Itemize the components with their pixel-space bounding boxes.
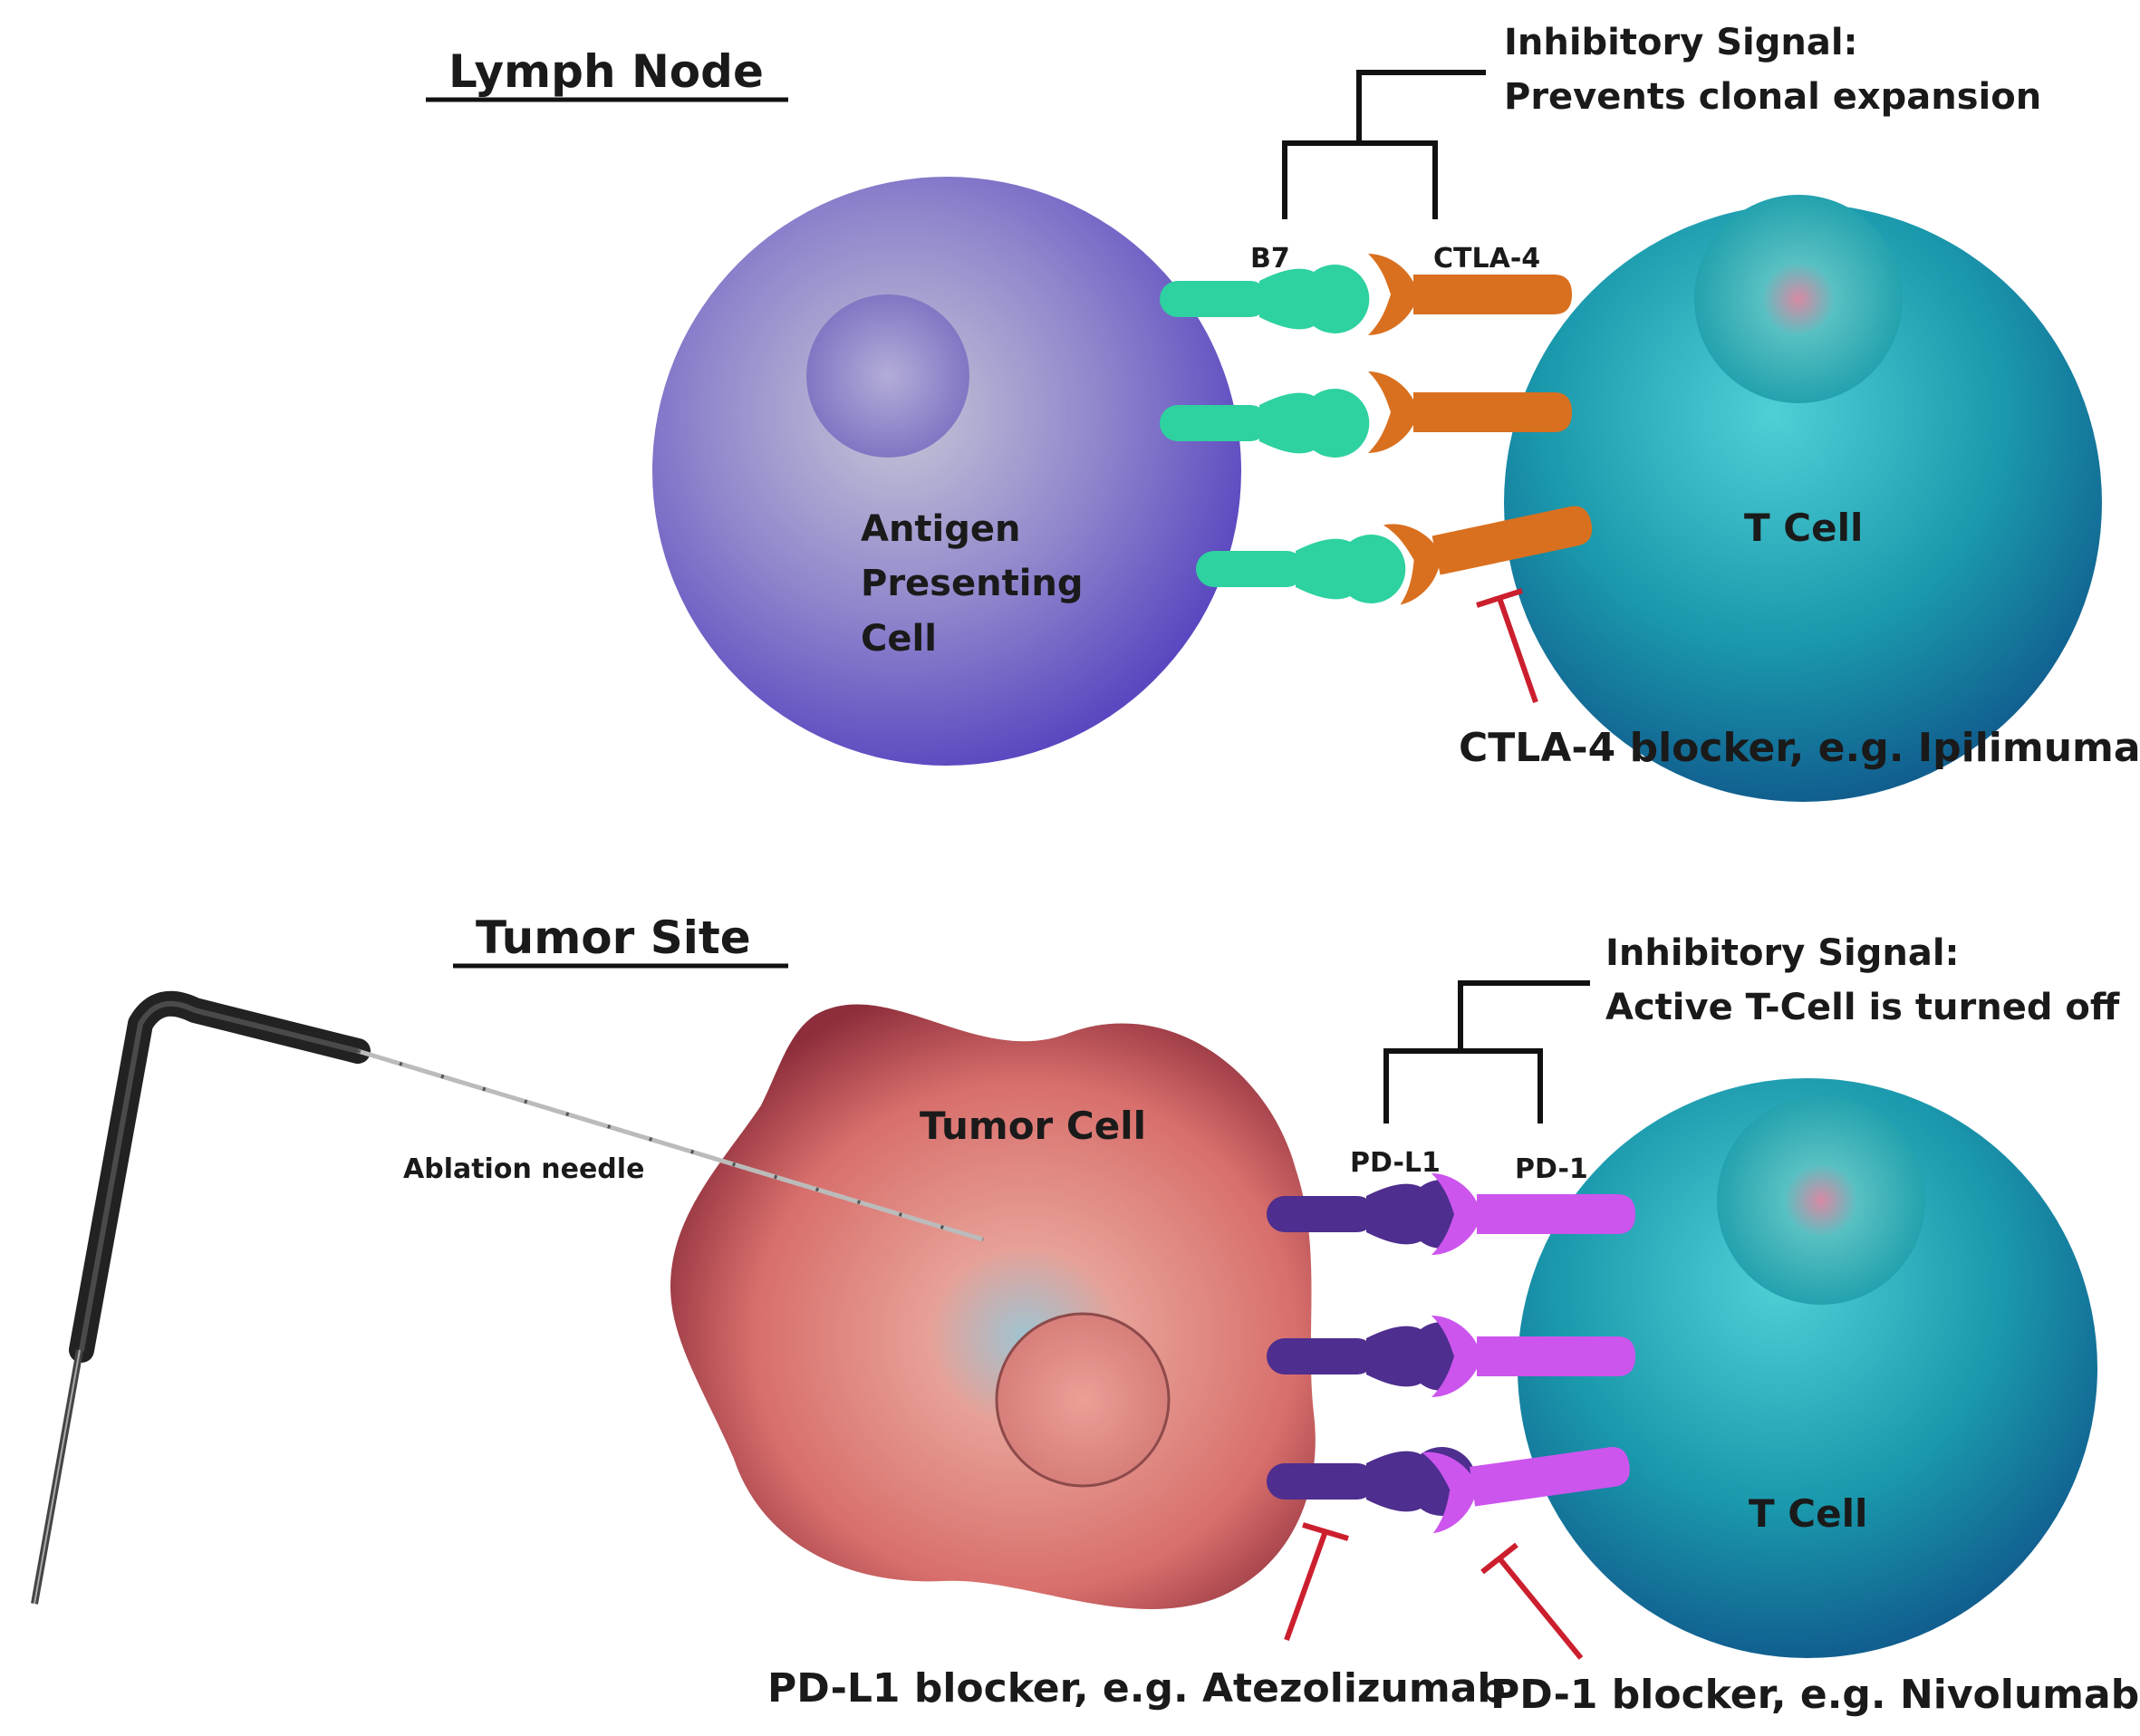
inhibitory-signal-description: Prevents clonal expansion [1504,76,2041,118]
ctla4-label: CTLA-4 [1433,243,1540,275]
t-bar-inhibition-icon [1284,1522,1349,1642]
inhibitory-signal-title-tumor: Inhibitory Signal: [1605,932,1960,974]
inhibitory-signal-bracket-tumor [1383,980,1590,1124]
apc-label-line3: Cell [861,618,937,660]
b7-label: B7 [1250,243,1290,275]
t-cell-lymph-nucleus [1694,195,1903,403]
t-cell-tumor-nucleus [1717,1096,1925,1305]
tumor-cell [670,1004,1316,1610]
inhibitory-signal-bracket [1282,70,1486,219]
pdl1-label: PD-L1 [1350,1147,1441,1179]
lymph-node-section: Lymph Node Inhibitory Signal: Prevents c… [426,22,2140,802]
ablation-needle-label: Ablation needle [403,1153,644,1185]
inhibitory-signal-title: Inhibitory Signal: [1504,22,1858,63]
t-bar-inhibition-icon [1480,1542,1584,1660]
ctla4-blocker-label: CTLA-4 blocker, e.g. Ipilimumab [1459,725,2140,771]
t-bar-inhibition-icon [1476,588,1538,703]
t-cell-tumor-label: T Cell [1749,1491,1867,1536]
tumor-site-title: Tumor Site [476,911,751,964]
t-cell-lymph [1504,204,2102,802]
pdl1-blocker-label: PD-L1 blocker, e.g. Atezolizumab [767,1665,1506,1712]
t-cell-lymph-label: T Cell [1744,506,1863,550]
pd1-label: PD-1 [1515,1153,1588,1185]
apc-nucleus [806,294,969,458]
pd1-blocker-label: PD-1 blocker, e.g. Nivolumab [1490,1672,2139,1718]
apc-label-line1: Antigen [861,508,1021,550]
inhibitory-signal-description-tumor: Active T-Cell is turned off [1605,987,2120,1028]
tumor-site-section: Tumor Site Inhibitory Signal: Active T-C… [31,911,2139,1718]
ablation-needle [31,990,984,1605]
antigen-presenting-cell [652,177,1241,766]
t-cell-tumor [1518,1078,2097,1658]
apc-label-line2: Presenting [861,563,1084,604]
tumor-cell-label: Tumor Cell [920,1104,1146,1148]
tumor-cell-nucleus [995,1312,1171,1488]
lymph-node-title: Lymph Node [448,45,764,98]
